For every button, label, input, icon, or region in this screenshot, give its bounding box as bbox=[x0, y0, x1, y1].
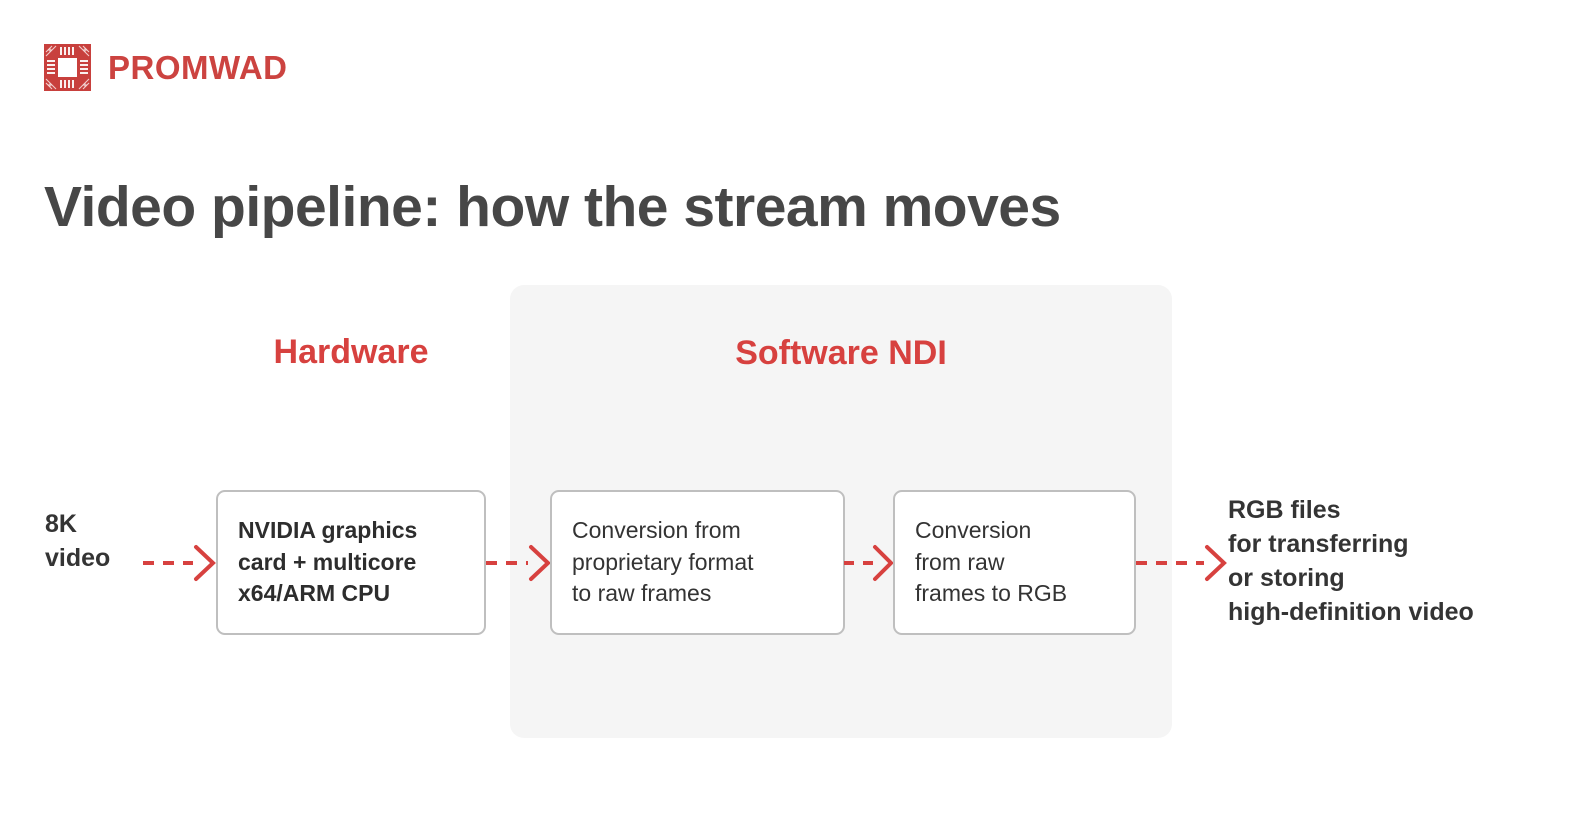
pipeline-output-label: RGB files for transferring or storing hi… bbox=[1228, 496, 1474, 626]
pipeline-node-label: Conversion from proprietary format to ra… bbox=[572, 516, 754, 607]
pipeline-row: 8K video NVIDIA graphics card + multicor… bbox=[0, 490, 1580, 635]
page-title: Video pipeline: how the stream moves bbox=[44, 175, 1061, 240]
arrow-input-to-nvidia bbox=[141, 539, 217, 587]
arrow-conversion2-to-output bbox=[1134, 539, 1228, 587]
pipeline-node-raw-to-rgb[interactable]: Conversion from raw frames to RGB bbox=[893, 490, 1136, 635]
circuit-chip-icon bbox=[44, 44, 91, 91]
brand-logo: PROMWAD bbox=[44, 44, 288, 91]
arrow-conversion1-to-conversion2 bbox=[843, 539, 895, 587]
section-caption-hardware: Hardware bbox=[273, 333, 429, 371]
pipeline-node-label: Conversion from raw frames to RGB bbox=[915, 516, 1068, 607]
arrow-nvidia-to-conversion1 bbox=[484, 539, 552, 587]
pipeline-node-proprietary-to-raw[interactable]: Conversion from proprietary format to ra… bbox=[550, 490, 845, 635]
brand-wordmark: PROMWAD bbox=[108, 49, 288, 86]
section-caption-software: Software NDI bbox=[735, 334, 947, 372]
pipeline-input-label: 8K video bbox=[45, 510, 111, 572]
pipeline-node-nvidia[interactable]: NVIDIA graphics card + multicore x64/ARM… bbox=[216, 490, 486, 635]
pipeline-node-label: NVIDIA graphics card + multicore x64/ARM… bbox=[238, 516, 418, 607]
